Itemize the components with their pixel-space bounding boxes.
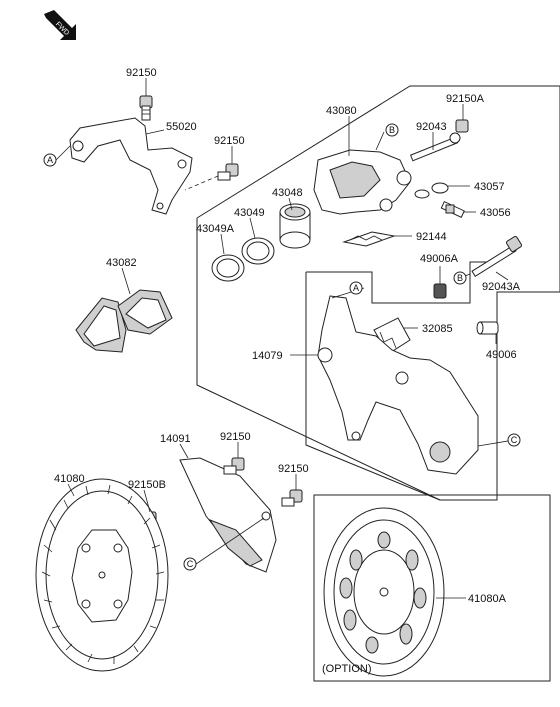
pad-spring-92144 xyxy=(342,231,396,247)
piston-43048 xyxy=(279,203,311,249)
callout-C-bracket: C xyxy=(507,433,521,447)
bracket-frame-lower xyxy=(305,272,441,501)
bolt-92150-link xyxy=(139,95,153,121)
svg-text:C: C xyxy=(511,435,518,445)
callout-C-guard: C xyxy=(183,557,197,571)
callout-B-caliper: B xyxy=(385,123,399,137)
label-55020: 55020 xyxy=(166,121,197,133)
label-43056: 43056 xyxy=(480,207,511,219)
callout-A-bracket: A xyxy=(349,281,363,295)
option-disc-frame xyxy=(313,494,551,682)
bolt-92150-guard-top xyxy=(223,457,245,475)
label-92150B: 92150B xyxy=(128,479,166,491)
brake-pads-43082 xyxy=(75,289,173,353)
label-32085: 32085 xyxy=(422,323,453,335)
bleeder-cap-43057 xyxy=(414,182,449,199)
callout-B-pin: B xyxy=(453,271,467,285)
label-49006: 49006 xyxy=(486,349,517,361)
brake-disc-41080 xyxy=(35,478,169,672)
disc-guard-14091 xyxy=(179,457,277,573)
brake-disc-41080A xyxy=(323,507,445,677)
callout-A-link: A xyxy=(43,153,57,167)
label-49006A: 49006A xyxy=(420,253,459,265)
option-label: (OPTION) xyxy=(322,663,372,675)
label-43082: 43082 xyxy=(106,257,137,269)
caliper-bracket-14079 xyxy=(317,295,479,475)
svg-text:A: A xyxy=(47,155,53,165)
svg-text:A: A xyxy=(353,283,359,293)
label-14079: 14079 xyxy=(252,350,283,362)
fwd-arrow-icon: FWD xyxy=(44,10,76,40)
label-92144: 92144 xyxy=(416,231,447,243)
svg-text:B: B xyxy=(457,273,463,283)
label-92150: 92150 xyxy=(126,67,157,79)
pin-92043A xyxy=(471,235,523,277)
label-92043A: 92043A xyxy=(482,281,521,293)
bolt-92150-guard-right xyxy=(281,489,303,507)
svg-text:B: B xyxy=(389,125,395,135)
label-92043: 92043 xyxy=(416,121,447,133)
bleeder-valve-43056 xyxy=(440,200,465,218)
leader-lines xyxy=(55,78,515,599)
bolt-92150-bracket xyxy=(184,163,239,191)
label-43080: 43080 xyxy=(326,105,357,117)
label-43057: 43057 xyxy=(474,181,505,193)
caliper-body-43080 xyxy=(313,149,412,215)
label-43048: 43048 xyxy=(272,187,303,199)
pin-92043 xyxy=(409,132,461,162)
label-92150: 92150 xyxy=(214,135,245,147)
label-41080A: 41080A xyxy=(468,593,507,605)
label-92150A: 92150A xyxy=(446,93,485,105)
boot-49006A xyxy=(433,283,447,299)
caliper-assembly-frame xyxy=(196,85,560,501)
label-41080: 41080 xyxy=(54,473,85,485)
label-43049A: 43049A xyxy=(196,223,235,235)
label-92150: 92150 xyxy=(278,463,309,475)
bracket-assembly-frame xyxy=(306,261,497,304)
boot-49006 xyxy=(476,321,499,335)
torque-link-55020 xyxy=(69,117,193,215)
cap-92150A xyxy=(455,119,469,133)
svg-text:C: C xyxy=(187,559,194,569)
label-43049: 43049 xyxy=(234,207,265,219)
label-14091: 14091 xyxy=(160,433,191,445)
label-92150: 92150 xyxy=(220,431,251,443)
